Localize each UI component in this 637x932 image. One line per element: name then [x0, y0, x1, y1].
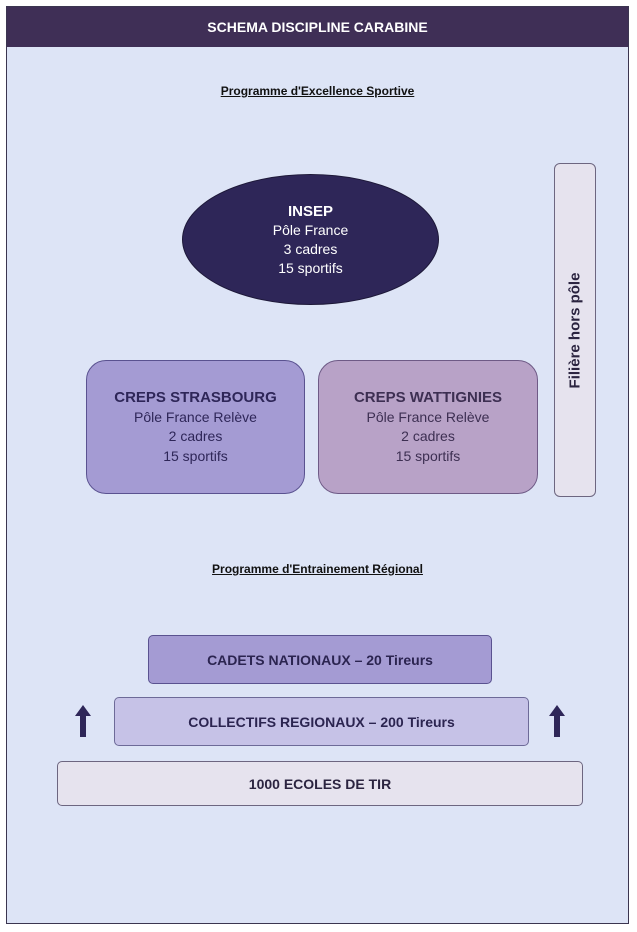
page-title: SCHEMA DISCIPLINE CARABINE — [207, 19, 428, 35]
filiere-label: Filière hors pôle — [566, 272, 584, 388]
collectifs-tier: COLLECTIFS REGIONAUX – 200 Tireurs — [114, 697, 529, 746]
insep-sportifs: 15 sportifs — [278, 259, 343, 276]
regional-heading: Programme d'Entrainement Régional — [212, 562, 423, 576]
insep-pole: Pôle France — [272, 221, 349, 238]
arrow-up-left-icon — [75, 705, 91, 737]
diagram-frame: SCHEMA DISCIPLINE CARABINE Programme d'E… — [6, 6, 629, 924]
ecoles-tier: 1000 ECOLES DE TIR — [57, 761, 583, 806]
wattignies-node: CREPS WATTIGNIES Pôle France Relève 2 ca… — [318, 360, 538, 494]
wattignies-pole: Pôle France Relève — [366, 408, 490, 425]
wattignies-cadres: 2 cadres — [401, 428, 455, 444]
filiere-hors-pole-node: Filière hors pôle — [554, 163, 596, 497]
ecoles-label: 1000 ECOLES DE TIR — [248, 775, 392, 792]
insep-node: INSEP Pôle France 3 cadres 15 sportifs — [182, 174, 439, 305]
cadets-label: CADETS NATIONAUX – 20 Tireurs — [207, 651, 433, 668]
strasbourg-sportifs: 15 sportifs — [163, 447, 228, 464]
wattignies-sportifs: 15 sportifs — [395, 447, 461, 464]
strasbourg-name: CREPS STRASBOURG — [114, 389, 277, 406]
title-bar: SCHEMA DISCIPLINE CARABINE — [7, 7, 628, 47]
collectifs-label: COLLECTIFS REGIONAUX – 200 Tireurs — [188, 713, 455, 730]
strasbourg-pole: Pôle France Relève — [134, 408, 257, 425]
strasbourg-node: CREPS STRASBOURG Pôle France Relève 2 ca… — [86, 360, 305, 494]
insep-cadres: 3 cadres — [283, 240, 338, 257]
arrow-up-right-icon — [549, 705, 565, 737]
strasbourg-cadres: 2 cadres — [168, 428, 223, 444]
wattignies-name: CREPS WATTIGNIES — [353, 389, 503, 406]
cadets-tier: CADETS NATIONAUX – 20 Tireurs — [148, 635, 492, 684]
insep-name: INSEP — [287, 202, 333, 220]
excellence-heading: Programme d'Excellence Sportive — [220, 84, 415, 98]
